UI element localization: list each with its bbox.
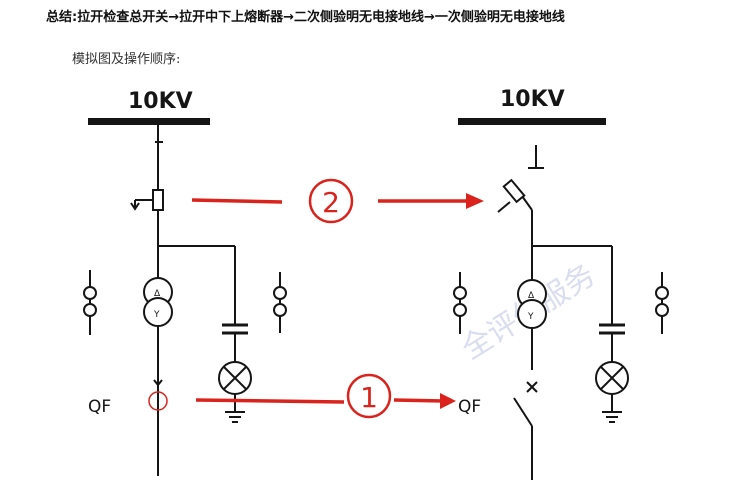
right-ground xyxy=(602,411,622,423)
svg-text:Δ: Δ xyxy=(528,291,535,301)
step-one-arrow: 1 xyxy=(195,373,456,419)
right-bus-label: 10KV xyxy=(500,87,565,112)
step-two-arrow: 2 xyxy=(191,178,484,224)
left-indicator-lamp xyxy=(218,361,252,412)
step-two-marker xyxy=(308,178,354,224)
right-current-transformer-outer xyxy=(453,272,467,334)
step-two-number: 2 xyxy=(322,186,340,219)
svg-text:Y: Y xyxy=(527,312,534,322)
right-busbar xyxy=(458,118,606,125)
left-breaker-label: QF xyxy=(88,397,111,417)
step-one-marker xyxy=(346,373,392,419)
summary-text: 总结:拉开检查总开关→拉开中下上熔断器→二次侧验明无电接地线→一次侧验明无电接地… xyxy=(46,10,565,25)
diagram-subtitle: 模拟图及操作顺序: xyxy=(72,52,181,67)
right-breaker-label: QF xyxy=(458,397,481,417)
left-current-transformer-outer xyxy=(83,270,97,335)
right-current-transformer-inner xyxy=(655,272,669,334)
right-fuse-disconnector xyxy=(497,145,544,246)
left-busbar xyxy=(88,118,210,125)
right-indicator-lamp xyxy=(595,361,629,412)
left-bus-label: 10KV xyxy=(128,89,193,114)
left-transformer: Δ Y xyxy=(143,277,173,327)
svg-text:Δ: Δ xyxy=(154,289,161,299)
svg-text:Y: Y xyxy=(153,310,160,320)
right-transformer: Δ Y xyxy=(517,279,547,329)
left-breaker-highlight xyxy=(148,391,168,411)
left-capacitor xyxy=(222,323,248,362)
left-current-transformer-inner xyxy=(273,272,287,333)
left-ground xyxy=(225,411,245,423)
step-one-number: 1 xyxy=(360,381,378,414)
left-fuse-disconnector xyxy=(130,125,164,211)
right-breaker-open xyxy=(513,381,538,480)
right-capacitor xyxy=(599,323,625,362)
right-circuit: 10KV Δ Y xyxy=(453,87,669,480)
left-circuit: 10KV Δ Y xyxy=(83,89,287,476)
